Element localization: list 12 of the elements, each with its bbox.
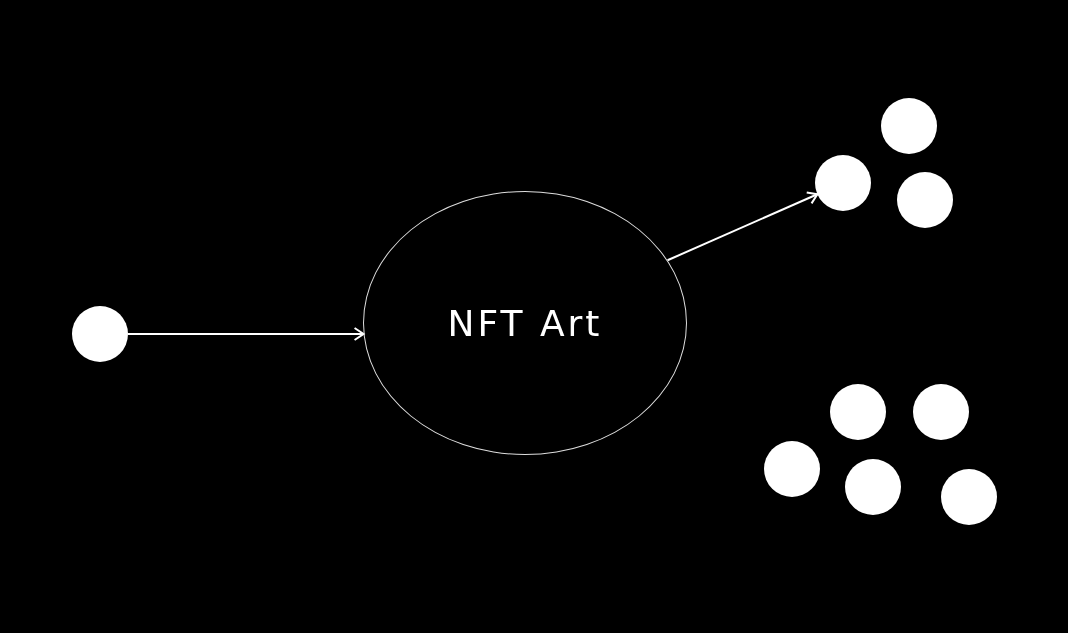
dot [815, 155, 871, 211]
dot [913, 384, 969, 440]
dot [941, 469, 997, 525]
dot [830, 384, 886, 440]
dot [897, 172, 953, 228]
arrow [666, 191, 819, 262]
dot [72, 306, 128, 362]
dot [764, 441, 820, 497]
dot [881, 98, 937, 154]
node-label: NFT Art [447, 302, 603, 344]
arrow [127, 327, 365, 341]
dot [845, 459, 901, 515]
